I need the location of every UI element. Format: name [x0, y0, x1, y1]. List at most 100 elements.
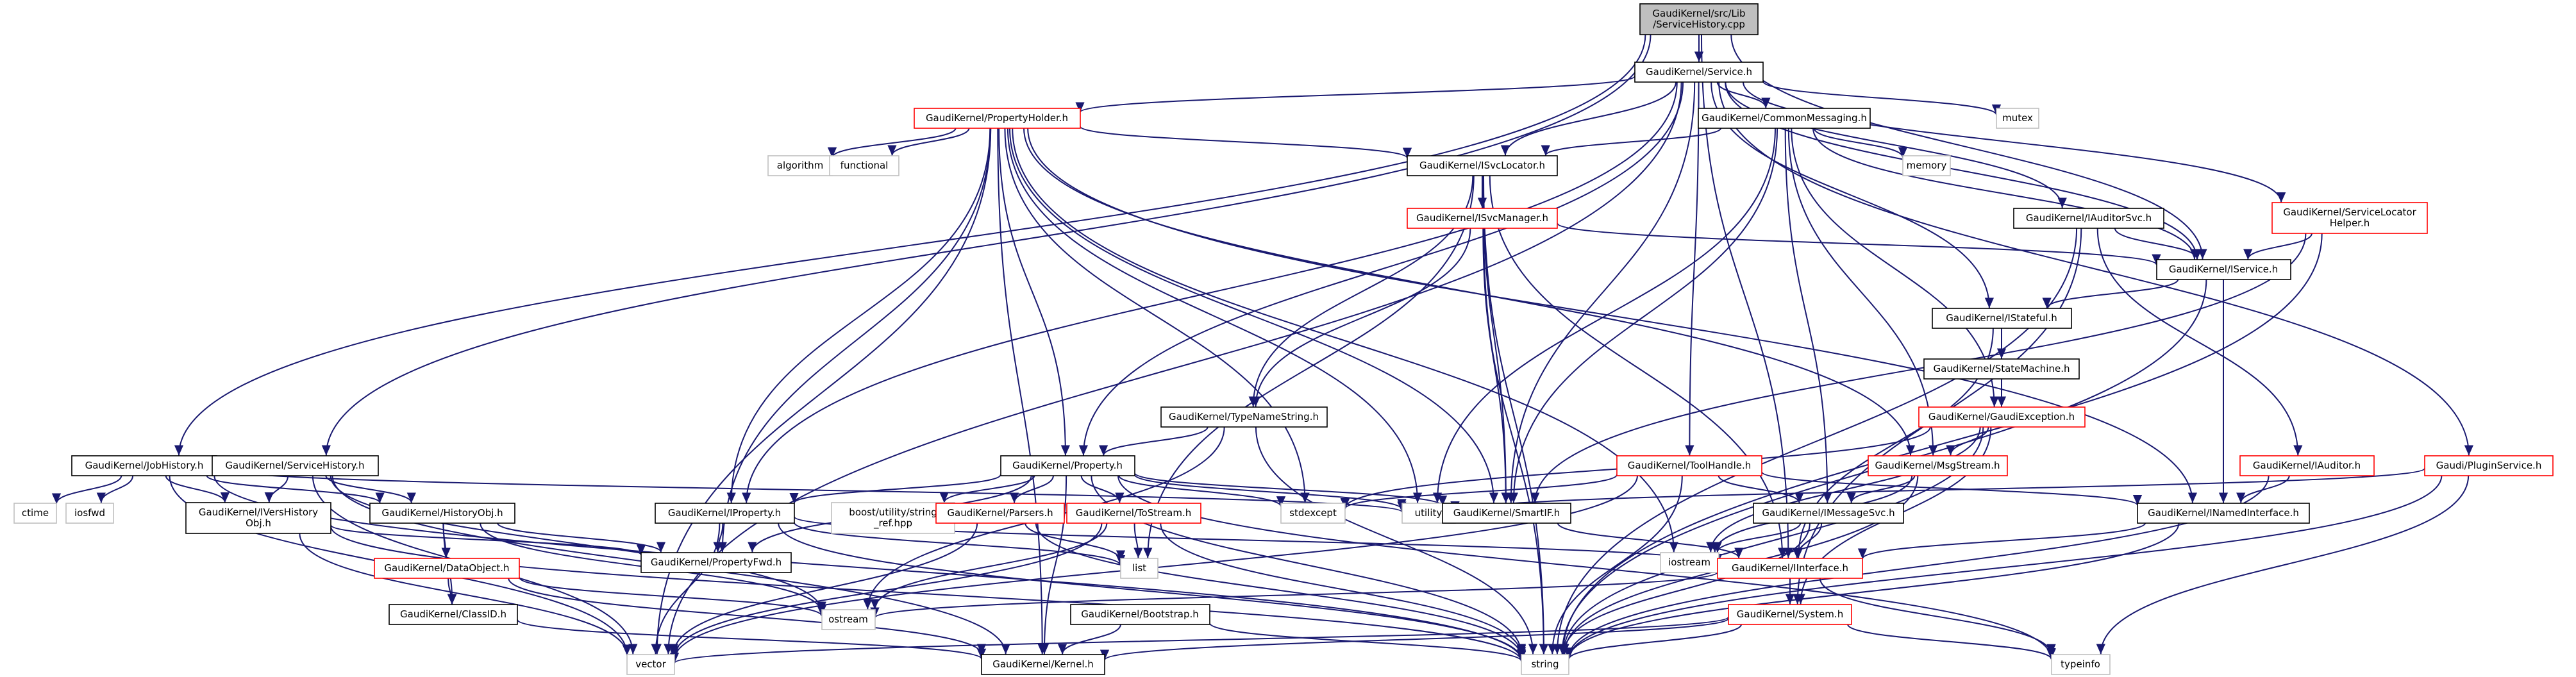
edge-propertyholder-to-smartif — [1009, 128, 1499, 503]
edge-toolhandle-to-string — [1548, 475, 1683, 655]
node-typeinfo[interactable]: typeinfo — [2051, 654, 2111, 675]
node-string[interactable]: string — [1521, 654, 1569, 675]
node-vector[interactable]: vector — [626, 654, 675, 675]
node-dataobject[interactable]: GaudiKernel/DataObject.h — [374, 558, 520, 579]
node-box — [2239, 455, 2375, 476]
node-ostream[interactable]: ostream — [821, 609, 876, 630]
edge-bootstrap-to-string — [1209, 622, 1526, 662]
edge-commonmessaging-to-utility — [1432, 128, 1776, 503]
node-boostref[interactable]: boost/utility/string_ref.hpp — [831, 502, 955, 534]
node-label: GaudiKernel/TypeNameString.h — [1169, 411, 1319, 422]
node-box — [1868, 455, 2008, 476]
node-label: stdexcept — [1289, 507, 1337, 519]
node-label: GaudiKernel/ServiceLocator — [2283, 206, 2416, 218]
node-propertyholder[interactable]: GaudiKernel/PropertyHolder.h — [914, 108, 1081, 129]
edge-root-to-jobhistory — [174, 34, 1646, 456]
node-box — [369, 503, 515, 524]
node-box — [13, 503, 57, 524]
node-iauditor[interactable]: GaudiKernel/IAuditor.h — [2239, 455, 2375, 476]
edge-service-to-smartif — [1506, 81, 1696, 503]
edge-servicehistory-to-ostream — [330, 475, 826, 612]
node-toolhandle[interactable]: GaudiKernel/ToolHandle.h — [1616, 455, 1762, 476]
node-property[interactable]: GaudiKernel/Property.h — [1000, 455, 1135, 476]
node-msgstream[interactable]: GaudiKernel/MsgStream.h — [1868, 455, 2008, 476]
edge-imessagesvc-to-iinterface — [1792, 522, 1823, 558]
node-memory[interactable]: memory — [1902, 155, 1951, 176]
node-box — [767, 155, 833, 176]
node-label: vector — [635, 658, 666, 670]
edge-iproperty-to-vector — [651, 522, 721, 655]
node-iauditorsvc[interactable]: GaudiKernel/IAuditorSvc.h — [2013, 208, 2164, 229]
node-iinterface[interactable]: GaudiKernel/IInterface.h — [1717, 558, 1863, 579]
node-servicehistory[interactable]: GaudiKernel/ServiceHistory.h — [212, 455, 379, 476]
node-box — [1000, 455, 1135, 476]
node-label: GaudiKernel/IMessageSvc.h — [1762, 507, 1894, 519]
node-stdexcept[interactable]: stdexcept — [1280, 503, 1346, 524]
edge-system-to-kernel — [1100, 617, 1729, 661]
node-box — [2424, 455, 2554, 476]
node-box — [2271, 202, 2428, 234]
node-propertyfwd[interactable]: GaudiKernel/PropertyFwd.h — [640, 552, 792, 573]
edge-servicelocatorhelper-to-smartif — [1530, 233, 2307, 503]
node-root[interactable]: GaudiKernel/src/Lib/ServiceHistory.cpp — [1639, 3, 1759, 35]
node-label: ostream — [828, 614, 868, 625]
node-label: GaudiKernel/ISvcLocator.h — [1419, 160, 1545, 171]
node-gaudiexception[interactable]: GaudiKernel/GaudiException.h — [1918, 406, 2086, 428]
node-kernel[interactable]: GaudiKernel/Kernel.h — [981, 654, 1105, 675]
node-box — [1902, 155, 1951, 176]
edge-commonmessaging-to-isvclocator — [1541, 127, 1722, 156]
edge-toolhandle-to-stdexcept — [1341, 474, 1618, 510]
node-mutex[interactable]: mutex — [1996, 108, 2039, 129]
node-imessagesvc[interactable]: GaudiKernel/IMessageSvc.h — [1753, 503, 1904, 524]
node-algorithm[interactable]: algorithm — [767, 155, 833, 176]
node-classid[interactable]: GaudiKernel/ClassID.h — [389, 604, 518, 625]
node-iproperty[interactable]: GaudiKernel/IProperty.h — [655, 503, 795, 524]
node-box — [981, 654, 1105, 675]
node-iservice[interactable]: GaudiKernel/IService.h — [2156, 259, 2291, 280]
node-istateful[interactable]: GaudiKernel/IStateful.h — [1932, 308, 2072, 329]
node-iostream[interactable]: iostream — [1660, 552, 1719, 573]
node-jobhistory[interactable]: GaudiKernel/JobHistory.h — [71, 455, 217, 476]
edge-classid-to-kernel — [517, 619, 986, 660]
node-box — [389, 604, 518, 625]
edge-iauditorsvc-to-iservice — [2114, 228, 2202, 260]
node-label: GaudiKernel/IStateful.h — [1946, 312, 2057, 324]
node-pluginservice[interactable]: Gaudi/PluginService.h — [2424, 455, 2554, 476]
node-box — [1717, 558, 1863, 579]
node-inamedinterface[interactable]: GaudiKernel/INamedInterface.h — [2137, 503, 2310, 524]
node-box — [829, 155, 899, 176]
edge-iauditorsvc-to-iauditor — [2096, 228, 2303, 456]
node-list[interactable]: list — [1120, 558, 1158, 579]
node-bootstrap[interactable]: GaudiKernel/Bootstrap.h — [1070, 604, 1210, 625]
node-parsers[interactable]: GaudiKernel/Parsers.h — [935, 503, 1065, 524]
node-box — [655, 503, 795, 524]
node-box — [1923, 358, 2080, 380]
node-functional[interactable]: functional — [829, 155, 899, 176]
node-service[interactable]: GaudiKernel/Service.h — [1634, 62, 1764, 83]
node-typenamestring[interactable]: GaudiKernel/TypeNameString.h — [1160, 406, 1328, 428]
edge-propertyholder-to-iostream — [1012, 128, 1678, 553]
node-system[interactable]: GaudiKernel/System.h — [1728, 604, 1852, 625]
node-commonmessaging[interactable]: GaudiKernel/CommonMessaging.h — [1698, 108, 1871, 129]
node-statemachine[interactable]: GaudiKernel/StateMachine.h — [1923, 358, 2080, 380]
node-label: GaudiKernel/Parsers.h — [947, 507, 1053, 519]
node-box — [1616, 455, 1762, 476]
node-tostream[interactable]: GaudiKernel/ToStream.h — [1066, 503, 1201, 524]
node-label: GaudiKernel/IAuditorSvc.h — [2026, 212, 2152, 224]
node-isvcmanager[interactable]: GaudiKernel/ISvcManager.h — [1407, 208, 1558, 229]
edge-property-to-smartif — [1133, 472, 1447, 507]
edge-commonmessaging-to-memory — [1813, 128, 1908, 158]
node-ctime[interactable]: ctime — [13, 503, 57, 524]
node-label: GaudiKernel/src/Lib — [1652, 8, 1745, 19]
node-label: GaudiKernel/StateMachine.h — [1934, 363, 2070, 374]
node-box — [1066, 503, 1201, 524]
node-historyobj[interactable]: GaudiKernel/HistoryObj.h — [369, 503, 515, 524]
node-isvclocator[interactable]: GaudiKernel/ISvcLocator.h — [1407, 155, 1558, 176]
node-iosfwd[interactable]: iosfwd — [65, 503, 114, 524]
node-smartif[interactable]: GaudiKernel/SmartIF.h — [1442, 503, 1571, 524]
node-box — [2156, 259, 2291, 280]
edge-property-to-typeinfo — [1117, 475, 2056, 659]
node-label: iostream — [1668, 556, 1710, 568]
